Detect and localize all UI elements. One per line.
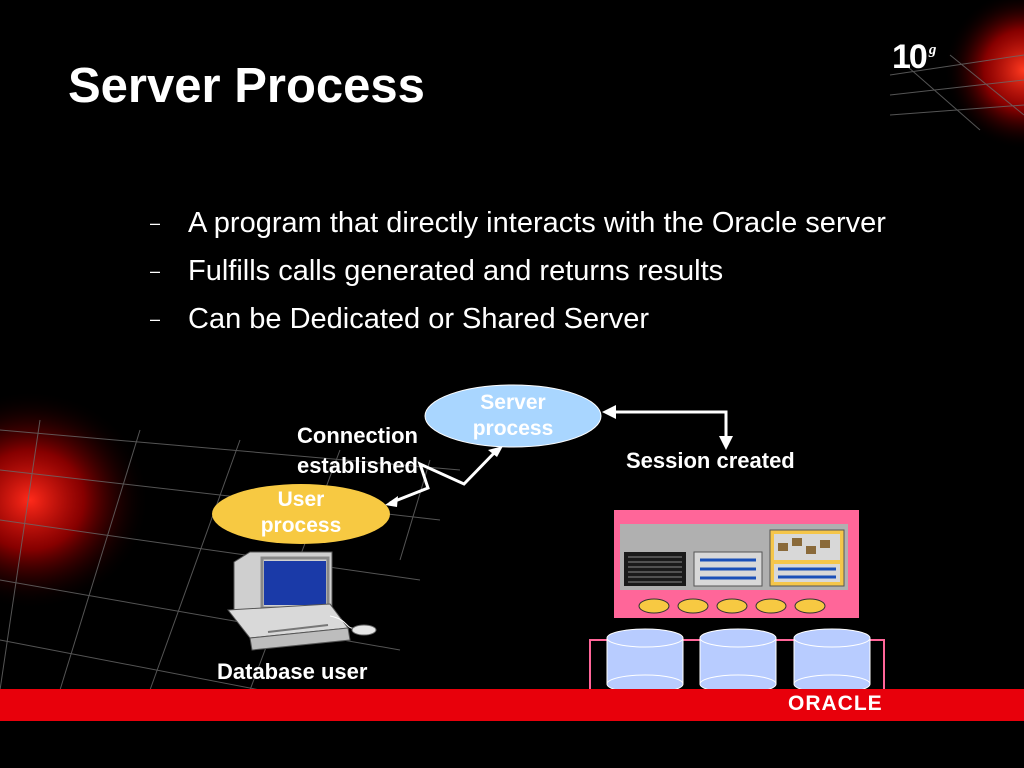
oracle-logo: ORACLE [788,692,883,715]
database-instance-icon [589,510,885,697]
bullet-text: A program that directly interacts with t… [188,207,886,239]
bullet-text: Fulfills calls generated and returns res… [188,255,724,287]
bullet-text: Can be Dedicated or Shared Server [188,303,650,335]
user-process-ellipse [212,484,390,544]
logo-superscript: g [928,41,936,58]
left-glow [0,390,150,610]
footer-bar [0,689,1024,721]
database-user-label: Database user [217,659,368,684]
arrow-head-left [602,405,616,419]
session-created-label: Session created [626,448,795,473]
bullet-item: – A program that directly interacts with … [150,203,930,243]
bullet-item: – Can be Dedicated or Shared Server [150,299,930,339]
session-arrow [614,410,728,440]
bullet-item: – Fulfills calls generated and returns re… [150,251,930,291]
server-process-label: Server process [472,391,554,440]
connection-zigzag [389,448,499,505]
bullet-list: – A program that directly interacts with … [150,203,930,347]
arrow-head-session-down [719,436,733,450]
arrow-head-up [488,446,503,457]
arrow-head-down [385,496,398,507]
server-process-ellipse [424,384,602,448]
slide-title: Server Process [68,59,425,113]
right-glow [944,0,1024,150]
bullet-marker: – [150,261,161,281]
logo-version: 10 [892,38,928,76]
user-process-label: User process [260,488,342,537]
bullet-marker: – [150,309,161,329]
bullet-marker: – [150,213,161,233]
computer-icon [227,551,377,651]
connection-established-label: Connection established [296,423,418,478]
